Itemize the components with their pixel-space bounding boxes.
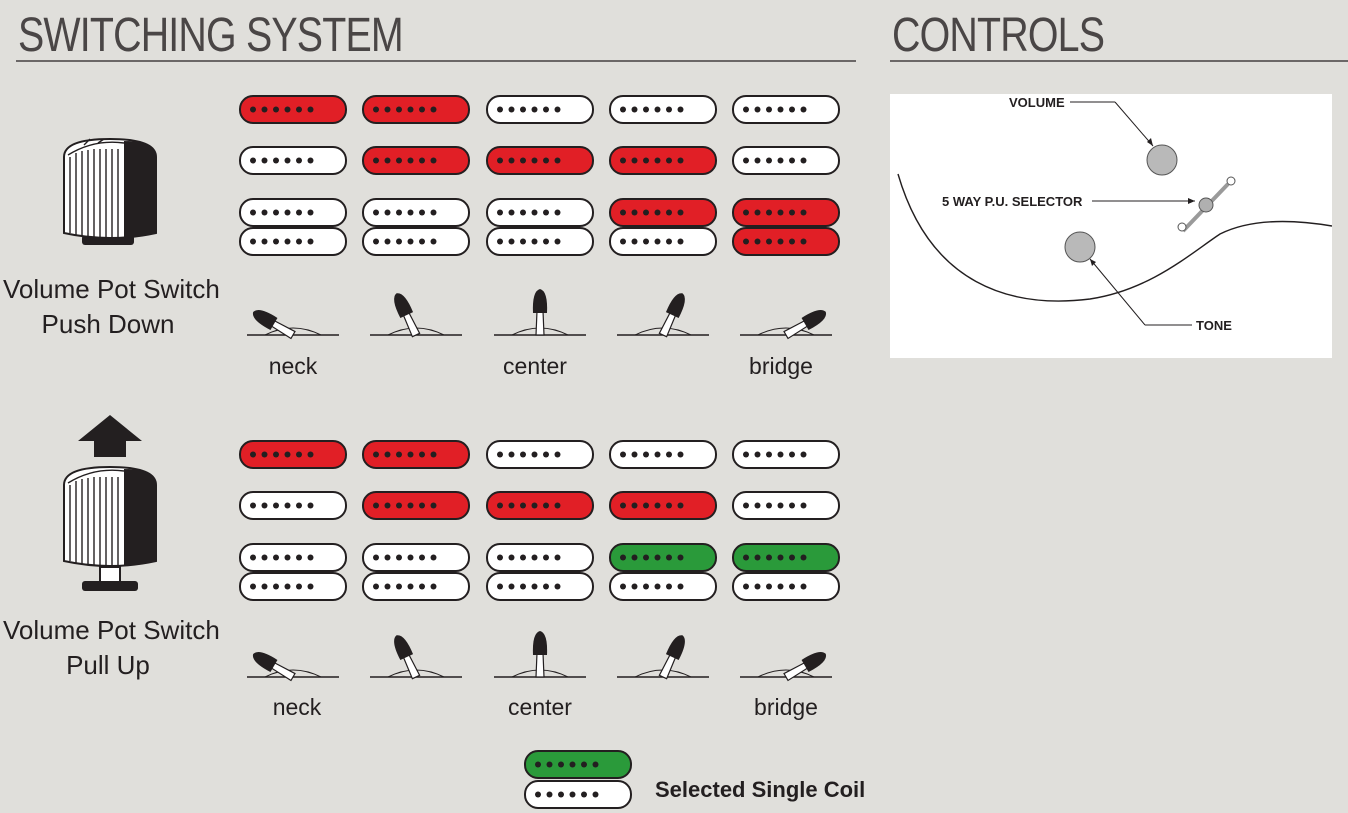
pull-up-bridge-bottom-pos4-coil: [609, 572, 717, 601]
pos-label-neck-bottom: neck: [272, 694, 322, 720]
push-down-lever-center-icon: [494, 289, 586, 336]
push-down-lever-pos4-icon: [617, 293, 709, 338]
pull-up-lever-bridge-icon: [740, 652, 832, 682]
tone-knob-icon: [1064, 231, 1096, 263]
pull-up-middle-single-pos4-coil: [609, 491, 717, 520]
controls-title-rule: [890, 60, 1348, 62]
push-down-middle-single-pos2-coil: [362, 146, 470, 175]
pull-up-bridge-bottom-bridge-coil: [732, 572, 840, 601]
pull-up-middle-single-center-coil: [486, 491, 594, 520]
pull-up-bridge-bottom-center-coil: [486, 572, 594, 601]
push-down-middle-single-bridge-coil: [732, 146, 840, 175]
push-down-bridge-bottom-pos4-coil: [609, 227, 717, 256]
volume-knob-icon: [1146, 144, 1178, 176]
controls-diagram: VOLUME 5 WAY P.U. SELECTOR TONE: [890, 94, 1332, 358]
legend-selected-single-coil-icon: [524, 750, 632, 809]
push-down-neck-single-center-coil: [486, 95, 594, 124]
pull-up-neck-single-center-coil: [486, 440, 594, 469]
push-down-bridge-bottom-pos2-coil: [362, 227, 470, 256]
controls-title: CONTROLS: [892, 9, 1105, 62]
pull-up-bridge-bottom-neck-coil: [239, 572, 347, 601]
push-down-bridge-top-pos4-coil: [609, 198, 717, 227]
pull-up-bridge-top-neck-coil: [239, 543, 347, 572]
pull-up-bridge-top-center-coil: [486, 543, 594, 572]
push-down-middle-single-neck-coil: [239, 146, 347, 175]
push-down-bridge-bottom-neck-coil: [239, 227, 347, 256]
selector-switch-icon: [1177, 176, 1236, 233]
push-down-label-line2: Push Down: [41, 309, 175, 339]
pull-up-bridge-top-bridge-coil: [732, 543, 840, 572]
pos-label-center-top: center: [503, 353, 567, 379]
volume-knob-push-down-icon: [63, 137, 157, 245]
pos-label-center-bottom: center: [508, 694, 572, 720]
push-down-bridge-top-bridge-coil: [732, 198, 840, 227]
push-down-bridge-bottom-bridge-coil: [732, 227, 840, 256]
pull-up-lever-pos4-icon: [617, 635, 709, 680]
push-down-neck-single-pos2-coil: [362, 95, 470, 124]
selector-label: 5 WAY P.U. SELECTOR: [942, 194, 1083, 209]
pull-up-neck-single-neck-coil: [239, 440, 347, 469]
pos-label-bridge-top: bridge: [749, 353, 813, 379]
volume-knob-pull-up-icon: [63, 415, 157, 591]
pull-up-lever-center-icon: [494, 631, 586, 678]
switching-system-title: SWITCHING SYSTEM: [18, 9, 404, 62]
push-down-label-line1: Volume Pot Switch: [3, 274, 220, 304]
pull-up-middle-single-bridge-coil: [732, 491, 840, 520]
push-down-lever-pos2-icon: [370, 293, 462, 338]
push-down-bridge-bottom-center-coil: [486, 227, 594, 256]
guitar-body-outline: [897, 173, 1332, 302]
tone-label: TONE: [1196, 318, 1232, 333]
pull-up-bridge-top-pos2-coil: [362, 543, 470, 572]
push-down-lever-bridge-icon: [740, 310, 832, 340]
pos-label-bridge-bottom: bridge: [754, 694, 818, 720]
legend-label: Selected Single Coil: [655, 777, 866, 802]
push-down-neck-single-pos4-coil: [609, 95, 717, 124]
push-down-middle-single-center-coil: [486, 146, 594, 175]
push-down-bridge-top-pos2-coil: [362, 198, 470, 227]
pull-up-middle-single-pos2-coil: [362, 491, 470, 520]
push-down-label: Volume Pot Switch Push Down: [3, 272, 220, 342]
push-down-bridge-top-center-coil: [486, 198, 594, 227]
pull-up-lever-pos2-icon: [370, 635, 462, 680]
push-down-lever-neck-icon: [247, 310, 339, 340]
pull-up-middle-single-neck-coil: [239, 491, 347, 520]
volume-label: VOLUME: [1009, 95, 1065, 110]
pull-up-neck-single-pos2-coil: [362, 440, 470, 469]
pull-up-label-line1: Volume Pot Switch: [3, 615, 220, 645]
pull-up-bridge-bottom-pos2-coil: [362, 572, 470, 601]
pull-up-label-line2: Pull Up: [66, 650, 150, 680]
pull-up-neck-single-bridge-coil: [732, 440, 840, 469]
pull-up-lever-neck-icon: [247, 652, 339, 682]
switching-title-rule: [16, 60, 856, 62]
pull-up-neck-single-pos4-coil: [609, 440, 717, 469]
pull-up-bridge-top-pos4-coil: [609, 543, 717, 572]
pull-up-label: Volume Pot Switch Pull Up: [3, 613, 220, 683]
push-down-middle-single-pos4-coil: [609, 146, 717, 175]
push-down-neck-single-bridge-coil: [732, 95, 840, 124]
push-down-bridge-top-neck-coil: [239, 198, 347, 227]
push-down-neck-single-neck-coil: [239, 95, 347, 124]
pos-label-neck-top: neck: [268, 353, 318, 379]
